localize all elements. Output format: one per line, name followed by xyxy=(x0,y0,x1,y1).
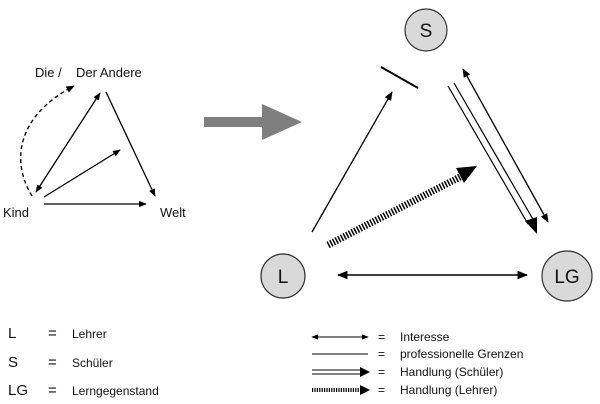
legend-value: professionelle Grenzen xyxy=(400,347,523,361)
legend-row-s: S = Schüler xyxy=(8,354,113,371)
legend-key: S xyxy=(8,354,18,371)
arrow-l-dotted-action xyxy=(326,166,477,249)
legend-row-grenzen: = professionelle Grenzen xyxy=(312,347,523,361)
legend-eq: = xyxy=(48,382,57,399)
legend-row-lg: LG = Lerngegenstand xyxy=(8,382,159,399)
legend-abbreviations: L = Lehrer S = Schüler LG = Lerngegensta… xyxy=(8,325,159,399)
legend-symbols: = Interesse = professionelle Grenzen = H… xyxy=(311,330,523,397)
legend-eq: = xyxy=(378,383,385,397)
legend-eq: = xyxy=(378,347,385,361)
legend-row-interesse: = Interesse xyxy=(311,330,450,344)
double-line-arrow-icon xyxy=(312,367,370,377)
legend-eq: = xyxy=(48,354,57,371)
node-lg: LG xyxy=(541,250,593,302)
arrow-der-andere-welt xyxy=(105,91,156,197)
legend-key: LG xyxy=(8,382,28,399)
legend-value: Lerngegenstand xyxy=(72,384,159,398)
label-kind: Kind xyxy=(3,205,29,220)
boundary-line xyxy=(380,66,419,89)
arrow-s-lg-action xyxy=(447,82,537,234)
legend-value: Interesse xyxy=(400,330,450,344)
arrow-s-lg-interest xyxy=(462,68,549,223)
legend-row-l: L = Lehrer xyxy=(8,325,107,342)
node-l: L xyxy=(260,253,306,299)
node-l-label: L xyxy=(278,267,289,288)
label-der-andere: Der Andere xyxy=(76,65,142,80)
transition-arrow xyxy=(204,104,302,140)
legend-eq: = xyxy=(378,365,385,379)
node-s-label: S xyxy=(420,21,433,42)
right-triangle: S L LG xyxy=(260,8,593,302)
label-die: Die / xyxy=(35,65,62,80)
legend-eq: = xyxy=(378,330,385,344)
arrow-l-to-s xyxy=(311,91,393,233)
legend-value: Handlung (Schüler) xyxy=(400,365,503,379)
legend-eq: = xyxy=(48,325,57,342)
legend-row-handlung-lehrer: = Handlung (Lehrer) xyxy=(312,383,497,397)
legend-row-handlung-schueler: = Handlung (Schüler) xyxy=(312,365,503,379)
arrow-kind-middle xyxy=(43,149,121,198)
label-welt: Welt xyxy=(160,205,186,220)
dashed-curve-arrow xyxy=(20,85,75,197)
legend-value: Schüler xyxy=(72,356,113,370)
node-s: S xyxy=(404,8,448,52)
legend-value: Handlung (Lehrer) xyxy=(400,383,497,397)
legend-key: L xyxy=(8,325,16,342)
legend-value: Lehrer xyxy=(72,327,107,341)
dotted-arrow-icon xyxy=(312,385,370,395)
arrow-kind-der-andere xyxy=(35,92,101,193)
left-triangle: Die / Der Andere Kind Welt xyxy=(3,65,186,220)
node-lg-label: LG xyxy=(554,267,579,288)
